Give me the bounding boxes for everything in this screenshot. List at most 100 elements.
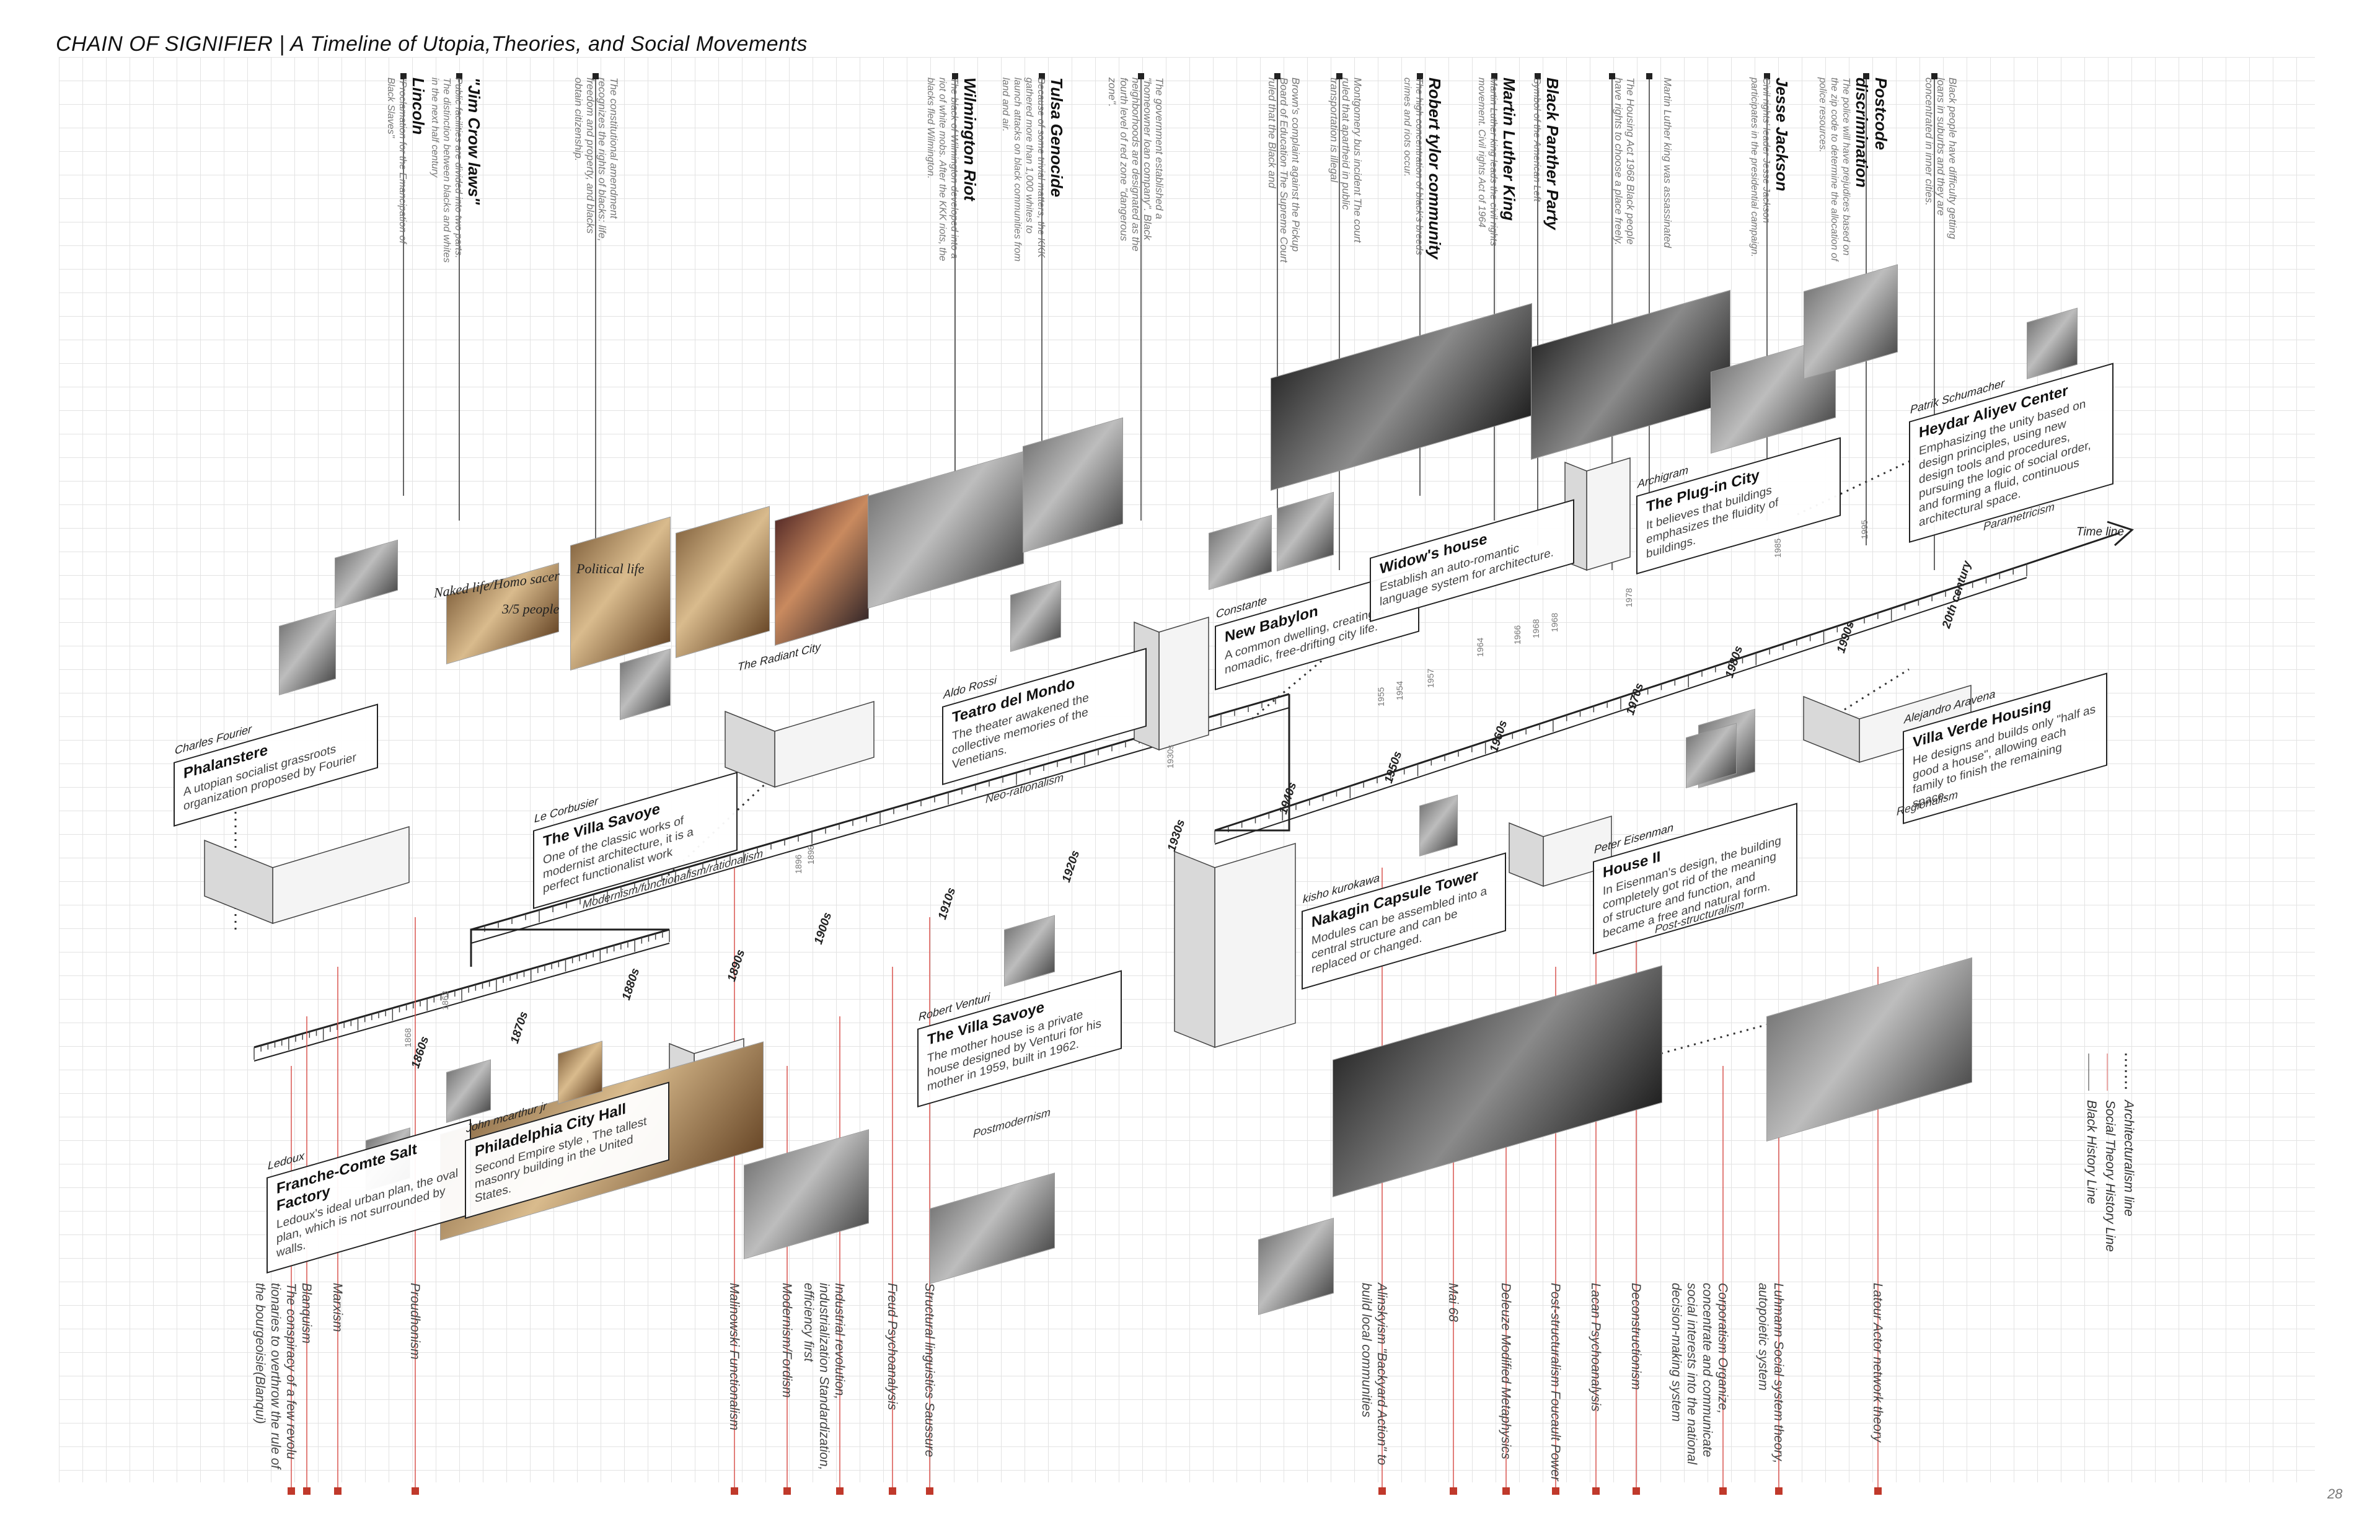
theory-0: The conspiracy of a few revolu tionaries… xyxy=(253,1283,298,1469)
event-body: Symbol of the American Left xyxy=(1532,77,1542,202)
theory-16: Luhmann Social system theory, autopoieti… xyxy=(1756,1283,1786,1464)
building-phalanstere xyxy=(272,825,410,925)
theory-3: Proudhonism xyxy=(408,1283,422,1360)
theory-2: Marxism xyxy=(330,1283,345,1332)
time-arrow-icon xyxy=(2107,521,2134,547)
theory-marker xyxy=(783,1487,791,1495)
theory-marker xyxy=(1592,1487,1600,1495)
tick-year-3: 1898 xyxy=(806,845,816,865)
legend-social: Social Theory History Line xyxy=(2103,1100,2117,1252)
event-body: Civil rights' leader Jesse Jackson parti… xyxy=(1749,77,1771,257)
timeline-band-lower-0 xyxy=(253,943,670,1062)
event-marker xyxy=(593,73,599,79)
theory-4: Malinowski Functionalism xyxy=(727,1283,741,1431)
event-body: Black people have difficulty getting loa… xyxy=(1923,77,1959,239)
theory-marker xyxy=(1775,1487,1783,1495)
tick-year-0: 1868 xyxy=(403,1027,413,1047)
event-heading: Postcode discrimination xyxy=(1853,77,1890,188)
theory-marker xyxy=(1633,1487,1640,1495)
event-body: "Proclamation for the Emancipation of Bl… xyxy=(386,77,408,244)
theory-marker xyxy=(889,1487,896,1495)
event-body: The black of Wilmington developed into a… xyxy=(925,77,959,262)
theory-10: Mai 68 xyxy=(1446,1283,1460,1322)
theory-5: Modernism/Fordism xyxy=(780,1283,794,1398)
theory-13: Lacan Psychoanalysis xyxy=(1589,1283,1603,1412)
theory-marker xyxy=(1450,1487,1457,1495)
tick-year-9: 1966 xyxy=(1512,625,1522,645)
tick-year-2: 1896 xyxy=(793,854,803,874)
timeline-extension xyxy=(2026,532,2120,565)
legend-arch: Architecturalism line xyxy=(2122,1100,2136,1217)
theory-7: Freud Psychoanalysis xyxy=(885,1283,899,1410)
event-marker xyxy=(1863,73,1869,79)
timeline-connector-2 xyxy=(1215,694,1290,832)
event-heading: Tulsa Genocide xyxy=(1047,77,1066,198)
theory-marker xyxy=(1378,1487,1386,1495)
event-marker xyxy=(1336,73,1342,79)
event-15: Black people have difficulty getting loa… xyxy=(1923,77,1959,263)
event-body: The government established a "homeowner … xyxy=(1106,77,1165,252)
event-marker xyxy=(1274,73,1280,79)
timeline-label: Time line xyxy=(2076,526,2124,539)
event-heading: "Jim Crow laws" xyxy=(465,77,483,205)
tick-year-5: 1955 xyxy=(1376,687,1386,706)
event-body: The constitutional amendment recognizes … xyxy=(573,77,620,242)
annotation-political-life: Political life xyxy=(576,561,645,576)
event-body: Public facilities are divided into two p… xyxy=(430,77,464,263)
event-marker xyxy=(952,73,958,79)
event-11: The Housing Act 1968 Black people have r… xyxy=(1613,77,1636,263)
theory-17: Latour Actor network theory xyxy=(1871,1283,1885,1443)
event-body: The police will have prejudices based on… xyxy=(1817,77,1851,262)
building-nakagin xyxy=(1214,842,1296,1049)
event-heading: Jesse Jackson xyxy=(1773,77,1791,191)
timeline-connector-1 xyxy=(470,928,669,967)
building-villa-savoye xyxy=(774,700,875,788)
page-title: CHAIN OF SIGNIFIER | A Timeline of Utopi… xyxy=(56,32,808,56)
legend-black: Black History Line xyxy=(2084,1100,2099,1205)
page-number: 28 xyxy=(2327,1486,2343,1502)
event-heading: Black Panther Party xyxy=(1543,77,1562,230)
event-heading: Robert tylor community xyxy=(1426,77,1444,260)
event-body: Martin Luther king leads the civil right… xyxy=(1476,77,1499,247)
event-marker xyxy=(1609,73,1615,79)
event-body: Brown's complaint against the Pickup Boa… xyxy=(1266,77,1302,263)
theory-marker xyxy=(836,1487,844,1495)
theory-marker xyxy=(1719,1487,1727,1495)
theory-marker xyxy=(1552,1487,1559,1495)
event-marker xyxy=(1764,73,1770,79)
event-7: Montgomery bus incident The court ruled … xyxy=(1328,77,1364,263)
building-nakagin-side xyxy=(1174,850,1215,1049)
annotation-three-fifths: 3/5 people xyxy=(502,601,560,617)
theory-marker xyxy=(334,1487,342,1495)
theory-marker xyxy=(1874,1487,1882,1495)
tick-year-12: 1978 xyxy=(1624,587,1634,607)
building-villa-savoye-side xyxy=(725,710,775,788)
theory-marker xyxy=(412,1487,419,1495)
building-phalanstere-side xyxy=(204,839,273,925)
theory-15: Corporatism Organize, concentrate and co… xyxy=(1669,1283,1730,1465)
tick-year-6: 1954 xyxy=(1395,680,1404,700)
event-body: Martin Luther king was assassinated xyxy=(1662,77,1673,248)
event-2: The constitutional amendment recognizes … xyxy=(573,77,620,263)
event-0: Lincoln"Proclamation for the Emancipatio… xyxy=(385,77,428,263)
building-teatro xyxy=(1158,616,1209,751)
event-marker xyxy=(400,73,407,79)
event-marker xyxy=(1535,73,1541,79)
event-body: Montgomery bus incident The court ruled … xyxy=(1328,77,1364,243)
event-heading: Martin Luther King xyxy=(1500,77,1518,221)
building-villa-verde-side xyxy=(1803,695,1860,763)
building-plug-in xyxy=(1586,457,1631,571)
theory-1: Blanquism xyxy=(299,1283,314,1344)
event-marker xyxy=(456,73,462,79)
event-heading: Lincoln xyxy=(409,77,428,135)
event-12: Martin Luther king was assassinated xyxy=(1662,77,1673,263)
event-1: "Jim Crow laws"Public facilities are div… xyxy=(429,77,483,263)
theory-8: Structural linguistics Saussure xyxy=(922,1283,937,1458)
event-body: Because of some trivial matters, the KKK… xyxy=(1000,77,1046,262)
event-6: Brown's complaint against the Pickup Boa… xyxy=(1266,77,1302,263)
